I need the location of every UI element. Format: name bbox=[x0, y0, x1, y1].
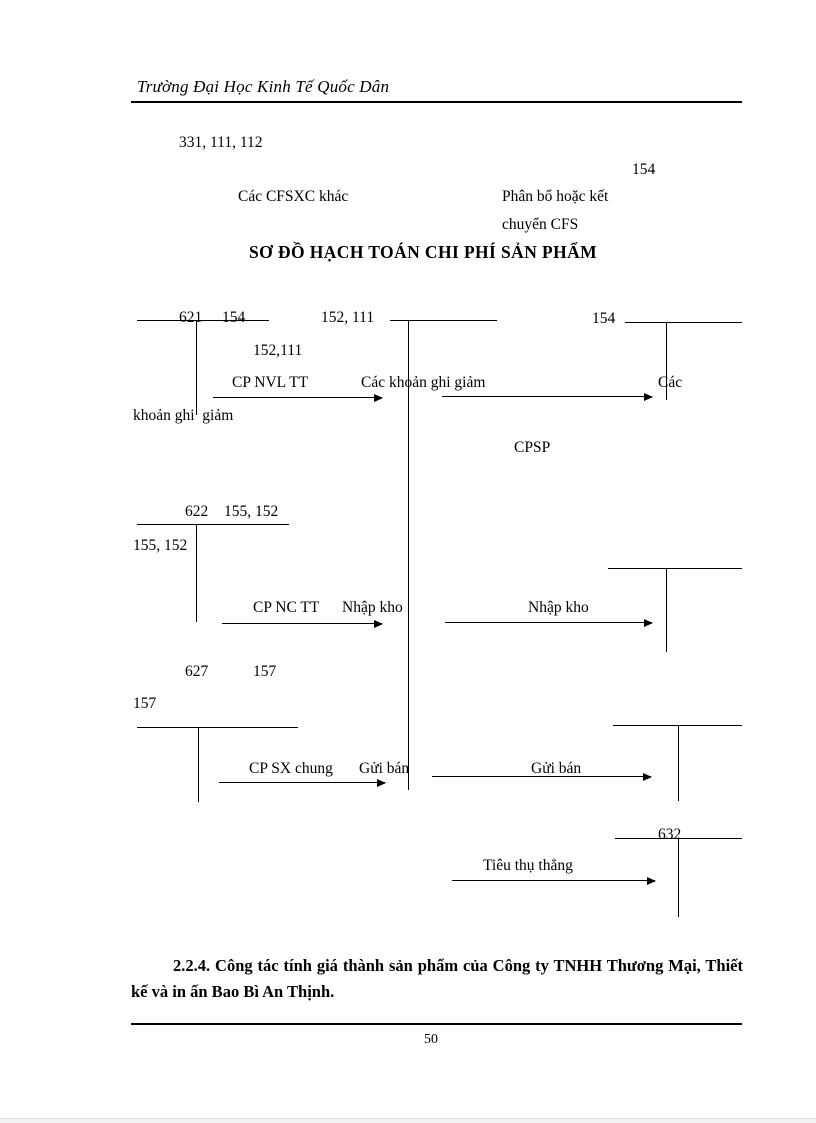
label-cp-nc-tt: CP NC TT bbox=[253, 599, 320, 616]
arrow-cac-khoan-ghi-giam bbox=[442, 392, 653, 401]
taccount-622-stem bbox=[196, 524, 197, 622]
taccount-row3-right-stem bbox=[678, 725, 679, 801]
label-nhap-kho-left: Nhập kho bbox=[342, 599, 403, 616]
taccount-621-rule bbox=[137, 320, 269, 321]
label-gui-ban-right: Gửi bán bbox=[531, 760, 582, 777]
page-number: 50 bbox=[424, 1032, 438, 1047]
arrow-cp-nc-tt bbox=[222, 619, 383, 628]
account-154-right: 154 bbox=[592, 310, 616, 327]
top-label-right-line2: chuyển CFS bbox=[502, 216, 579, 233]
label-cpsp: CPSP bbox=[514, 439, 551, 456]
top-label-left: Các CFSXC khác bbox=[238, 188, 349, 205]
top-label-right-line1: Phân bổ hoặc kết bbox=[502, 188, 609, 205]
taccount-627-stem bbox=[198, 727, 199, 802]
top-account-right: 154 bbox=[632, 161, 656, 178]
label-cp-nvl-tt: CP NVL TT bbox=[232, 374, 309, 391]
label-khoan-ghi-giam: khoản ghi giảm bbox=[133, 407, 234, 424]
account-157-top: 157 bbox=[253, 663, 277, 680]
page-edge-shadow bbox=[0, 1118, 816, 1123]
section-heading: 2.2.4. Công tác tính giá thành sản phẩm … bbox=[131, 956, 743, 1001]
account-154-top-left: 154 bbox=[222, 309, 246, 326]
arrow-cp-nvl-tt bbox=[213, 393, 383, 402]
account-152-111-center: 152, 111 bbox=[321, 309, 375, 326]
taccount-152-111-stem bbox=[408, 320, 409, 790]
account-632: 632 bbox=[658, 826, 682, 843]
account-155-152-left: 155, 152 bbox=[133, 537, 188, 554]
footer-rule bbox=[131, 1023, 742, 1025]
label-cac-khoan-ghi-giam: Các khoản ghi giảm bbox=[361, 374, 486, 391]
top-accounts-left: 331, 111, 112 bbox=[179, 134, 263, 151]
taccount-627-rule bbox=[137, 727, 298, 728]
taccount-row3-right-rule bbox=[613, 725, 742, 726]
diagram-title: SƠ ĐỒ HẠCH TOÁN CHI PHÍ SẢN PHẨM bbox=[249, 242, 598, 262]
taccount-154-right-rule bbox=[625, 322, 742, 323]
taccount-row2-right-rule bbox=[608, 568, 742, 569]
label-cac: Các bbox=[658, 374, 683, 391]
label-cp-sx-chung: CP SX chung bbox=[249, 760, 333, 777]
label-nhap-kho-right: Nhập kho bbox=[528, 599, 589, 616]
account-152-111-mid: 152,111 bbox=[253, 342, 303, 359]
running-header: Trường Đại Học Kinh Tế Quốc Dân bbox=[137, 77, 390, 96]
account-627: 627 bbox=[185, 663, 209, 680]
label-gui-ban-left: Gửi bán bbox=[359, 760, 410, 777]
arrow-tieu-thu-thang bbox=[452, 876, 656, 885]
taccount-152-111-rule bbox=[390, 320, 497, 321]
label-tieu-thu-thang: Tiêu thụ thẳng bbox=[483, 857, 573, 874]
arrow-gui-ban bbox=[432, 772, 652, 781]
account-157-left: 157 bbox=[133, 695, 157, 712]
taccount-632-stem bbox=[678, 838, 679, 917]
arrow-cp-sx-chung bbox=[219, 778, 386, 787]
taccount-621-stem bbox=[196, 320, 197, 415]
arrow-nhap-kho bbox=[445, 618, 653, 627]
header-rule bbox=[131, 101, 742, 103]
account-621: 621 bbox=[179, 309, 203, 326]
account-155-152-top: 155, 152 bbox=[224, 503, 279, 520]
taccount-154-right-stem bbox=[666, 322, 667, 400]
taccount-622-rule bbox=[137, 524, 289, 525]
taccount-row2-right-stem bbox=[666, 568, 667, 652]
account-622: 622 bbox=[185, 503, 209, 520]
